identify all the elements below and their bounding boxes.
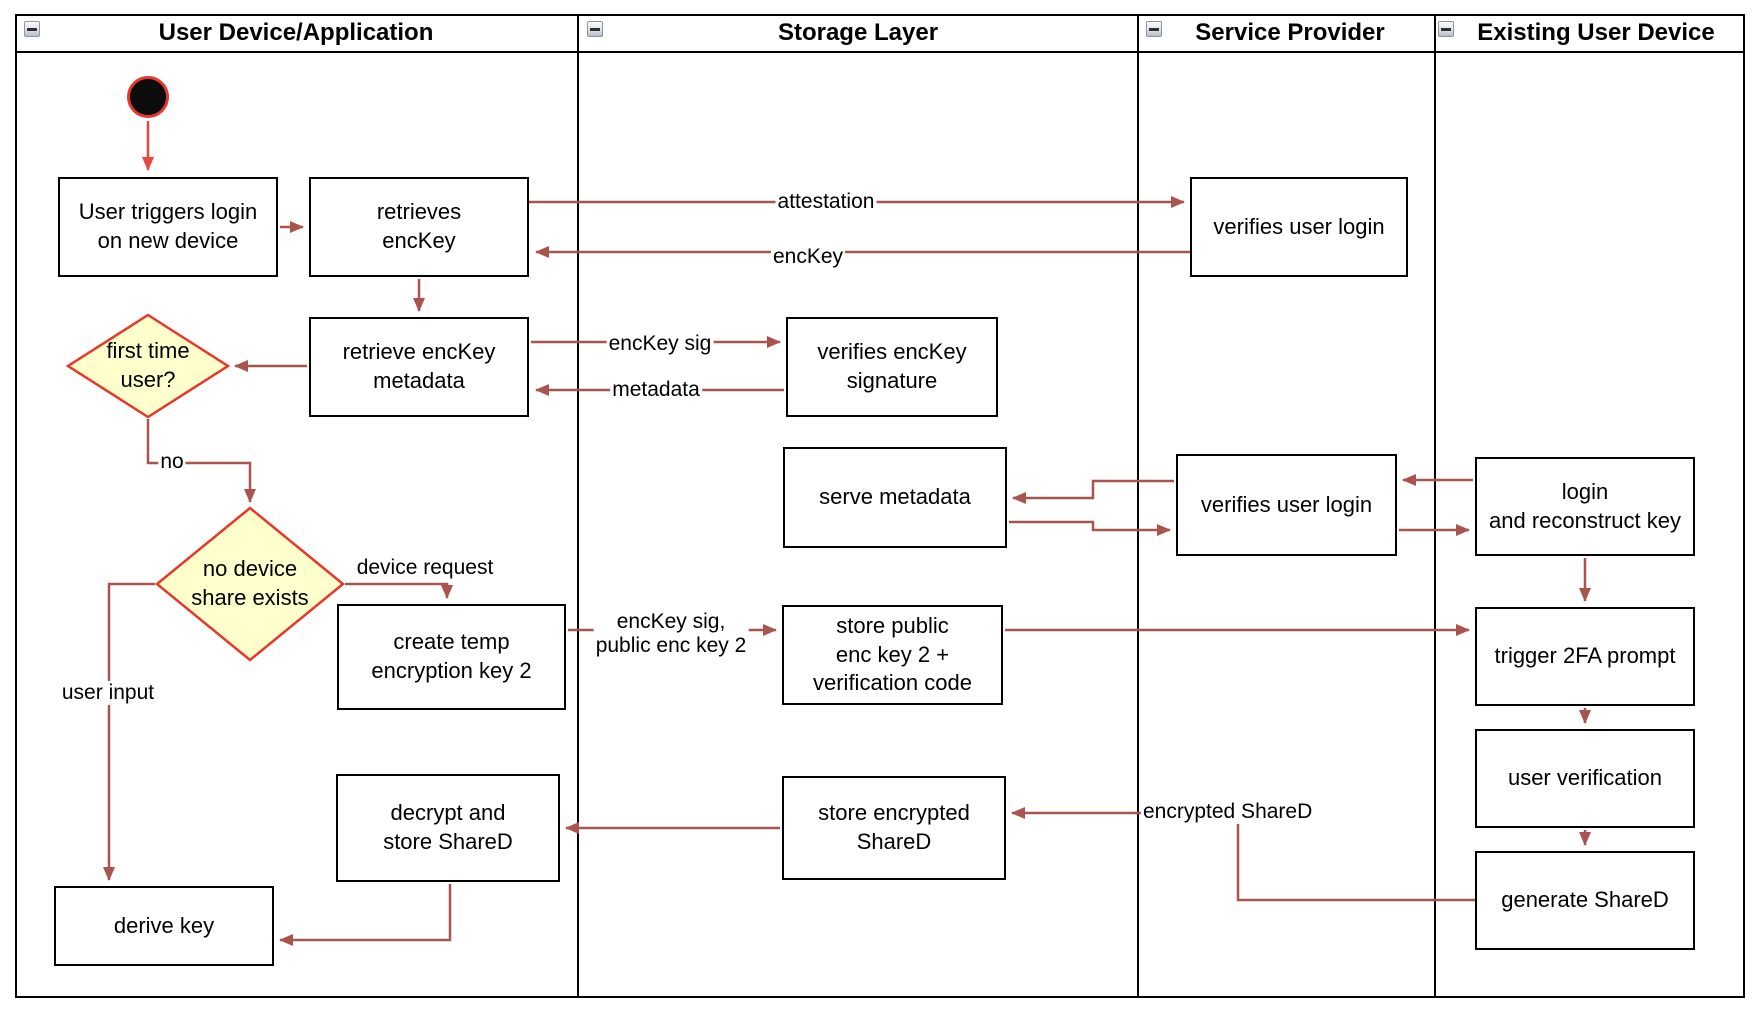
node-verifies-user-login-top[interactable]: verifies user login (1190, 177, 1408, 277)
edge-label-user-input: user input (59, 680, 157, 706)
node-verifies-user-login-mid[interactable]: verifies user login (1176, 454, 1397, 556)
minus-glyph (1441, 28, 1451, 31)
node-store-public-key[interactable]: store public enc key 2 + verification co… (782, 605, 1003, 705)
decision-label-no-device-share: no device share exists (191, 556, 309, 610)
lane-header-service-provider[interactable] (1139, 14, 1434, 52)
collapse-minus-icon[interactable] (1438, 21, 1454, 37)
edge-label-encrypted-shared: encrypted ShareD (1141, 799, 1315, 825)
lane-title-storage-layer: Storage Layer (777, 19, 939, 46)
decision-no-device-share[interactable] (155, 506, 345, 662)
minus-glyph (590, 28, 600, 31)
edge-label-no: no (158, 449, 186, 475)
edge-label-enckey: encKey (770, 244, 846, 270)
node-store-encrypted-shared[interactable]: store encrypted ShareD (782, 776, 1006, 880)
collapse-minus-icon[interactable] (587, 21, 603, 37)
lane-header-user-device[interactable] (15, 14, 577, 52)
edge-decrypt-to-derive (279, 884, 452, 946)
header-underline (15, 51, 1745, 53)
node-user-triggers-login[interactable]: User triggers login on new device (58, 177, 278, 277)
edge-device-request (345, 582, 453, 599)
decision-label-first-time-user: first time user? (106, 338, 190, 392)
edge-label-device-request: device request (354, 555, 496, 581)
edge-label-attestation: attestation (775, 189, 877, 215)
lane-title-existing-device: Existing User Device (1477, 19, 1715, 46)
minus-glyph (27, 28, 37, 31)
node-decrypt-store-shared[interactable]: decrypt and store ShareD (336, 774, 560, 882)
edge-label-enckey-sig: encKey sig (606, 331, 714, 357)
node-serve-metadata[interactable]: serve metadata (783, 447, 1007, 548)
node-create-temp-key[interactable]: create temp encryption key 2 (337, 604, 566, 710)
lane-title-user-device: User Device/Application (158, 19, 434, 46)
edge-login-to-serve-metadata (1012, 479, 1174, 504)
lane-divider-2 (1137, 14, 1139, 998)
node-login-reconstruct-key[interactable]: login and reconstruct key (1475, 457, 1695, 556)
node-retrieves-enckey[interactable]: retrieves encKey (309, 177, 529, 277)
start-node[interactable] (127, 76, 169, 118)
edge-no-branch (146, 419, 256, 503)
node-verifies-enckey-signature[interactable]: verifies encKey signature (786, 317, 998, 417)
edge-label-metadata: metadata (610, 377, 702, 403)
edge-label-enckey-sig-public: encKey sig, public enc key 2 (593, 609, 749, 659)
node-trigger-2fa-prompt[interactable]: trigger 2FA prompt (1475, 607, 1695, 706)
node-retrieve-enckey-metadata[interactable]: retrieve encKey metadata (309, 317, 529, 417)
decision-first-time-user[interactable] (65, 313, 231, 419)
swimlane-frame (15, 14, 1745, 998)
lane-divider-3 (1434, 14, 1436, 998)
collapse-minus-icon[interactable] (24, 21, 40, 37)
edge-encrypted-shared (1011, 807, 1475, 902)
lane-header-existing-device[interactable] (1436, 14, 1745, 52)
lane-header-storage-layer[interactable] (579, 14, 1137, 52)
node-derive-key[interactable]: derive key (54, 886, 274, 966)
minus-glyph (1149, 28, 1159, 31)
edge-user-input (103, 582, 155, 881)
lane-title-service-provider: Service Provider (1195, 19, 1385, 46)
edge-serve-metadata-to-login (1009, 520, 1171, 536)
lane-divider-1 (577, 14, 579, 998)
node-user-verification[interactable]: user verification (1475, 729, 1695, 828)
node-generate-shared[interactable]: generate ShareD (1475, 851, 1695, 950)
collapse-minus-icon[interactable] (1146, 21, 1162, 37)
